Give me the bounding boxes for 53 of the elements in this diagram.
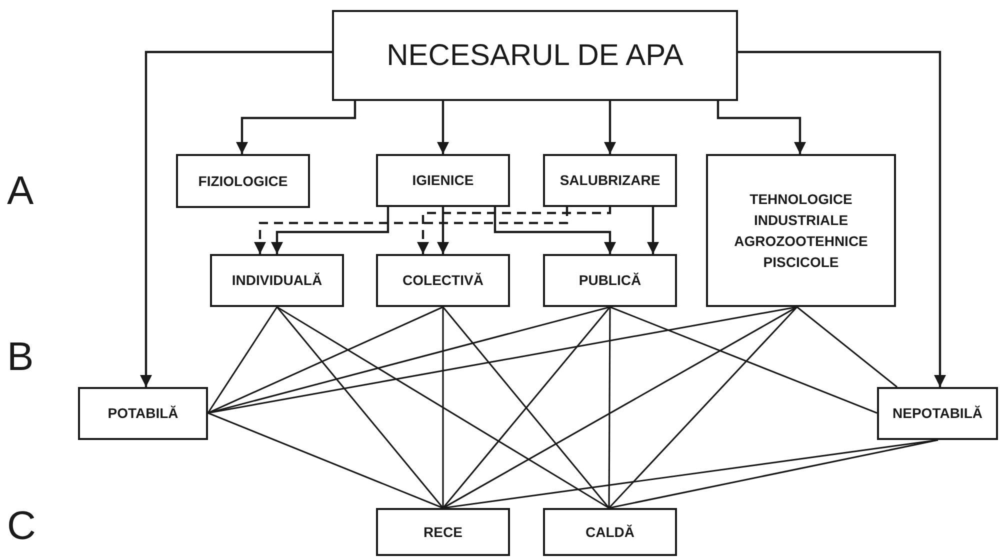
connector-line	[208, 306, 610, 414]
node-label: SALUBRIZARE	[560, 171, 660, 190]
node-label: IGIENICE	[412, 171, 474, 190]
node-label: TEHNOLOGICE INDUSTRIALE AGROZOOTEHNICE PISCICOLE	[734, 190, 868, 272]
connector-line	[276, 306, 444, 508]
level-label: C	[7, 506, 36, 546]
arrow	[254, 207, 568, 254]
connector-line	[608, 439, 938, 509]
arrow	[271, 207, 390, 254]
node-label: FIZIOLOGICE	[198, 172, 288, 190]
process-box	[706, 154, 896, 307]
connector-line	[608, 306, 798, 509]
node-label: PUBLICĂ	[578, 271, 642, 290]
process-box	[376, 254, 510, 307]
node-label: NEPOTABILĂ	[892, 404, 982, 423]
connector-line	[442, 307, 444, 508]
arrow	[437, 101, 449, 154]
category-box	[543, 508, 677, 556]
connector-line	[608, 307, 611, 508]
process-box	[376, 154, 510, 207]
node-label: COLECTIVĂ	[402, 271, 484, 290]
category-box	[78, 387, 208, 440]
level-label: B	[7, 337, 34, 377]
node-label: INDIVIDUALĂ	[232, 271, 322, 290]
arrow	[604, 101, 616, 154]
connector-line	[796, 306, 898, 388]
connector-line	[610, 306, 878, 414]
arrow	[417, 207, 612, 254]
title-box	[332, 10, 738, 101]
process-box	[543, 254, 677, 307]
connector-line	[276, 306, 610, 509]
node-label: POTABILĂ	[108, 404, 178, 423]
node-label: RECE	[424, 522, 462, 542]
arrow	[437, 207, 449, 254]
process-box	[543, 154, 677, 207]
connector-line	[207, 306, 278, 414]
node-label: CALDĂ	[586, 522, 634, 542]
process-box	[210, 254, 344, 307]
node-label: NECESARUL DE APA	[386, 39, 684, 72]
connector-line	[208, 306, 444, 414]
arrow	[140, 50, 332, 387]
arrow	[647, 207, 659, 254]
arrow	[236, 101, 356, 154]
category-box	[877, 387, 998, 440]
arrow	[738, 50, 946, 387]
process-box	[176, 154, 310, 208]
arrow	[494, 207, 616, 254]
connector-line	[442, 306, 798, 509]
connector-line	[208, 412, 444, 509]
level-label: A	[7, 171, 34, 211]
arrow	[716, 101, 806, 154]
category-box	[376, 508, 510, 556]
connector-line	[208, 306, 798, 414]
